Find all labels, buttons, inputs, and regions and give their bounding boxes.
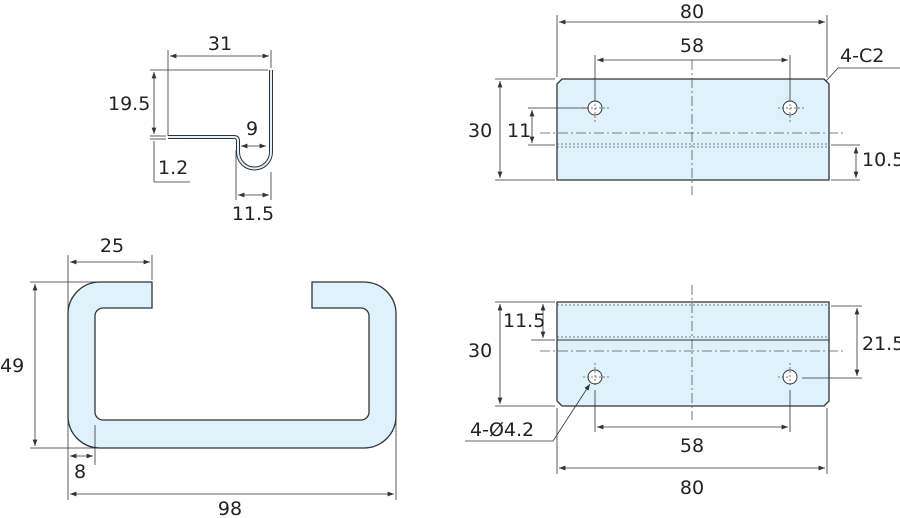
dim-inner-width: 9: [246, 118, 258, 140]
dim-hole-offset: 21.5: [862, 333, 900, 355]
dim-flange: 25: [100, 235, 124, 257]
dim-height: 49: [0, 355, 24, 377]
plate: [556, 301, 830, 407]
dim-length: 80: [680, 477, 704, 499]
dim-width: 30: [468, 340, 492, 362]
dim-thickness: 1.2: [158, 157, 188, 179]
dim-bend-offset: 10.5: [862, 149, 900, 171]
dim-width: 30: [468, 120, 492, 142]
dim-hole-pitch: 58: [680, 435, 704, 457]
hole-callout: 4-Ø4.2: [470, 419, 534, 441]
side-view: 25 49 8 98: [0, 235, 397, 518]
profile-view: 31 19.5 1.2 9 11.5: [108, 33, 274, 225]
dim-length: 80: [680, 1, 704, 23]
plate: [556, 78, 830, 181]
dim-bend-offset: 11.5: [503, 310, 545, 332]
handle-shape: [67, 281, 397, 449]
dim-hole-pitch: 58: [680, 35, 704, 57]
dim-hole-offset: 11: [507, 120, 531, 142]
dim-lip-width: 11.5: [232, 203, 274, 225]
dim-height: 19.5: [108, 93, 150, 115]
dim-length: 98: [218, 498, 242, 518]
plate-view-upper: 80 58 4-C2 30 11 10.5: [468, 1, 900, 195]
plate-view-lower: 30 11.5 21.5 4-Ø4.2 58 80: [465, 285, 900, 499]
dim-thickness: 8: [74, 461, 86, 483]
chamfer-label: 4-C2: [840, 45, 884, 67]
dim-width: 31: [208, 33, 232, 55]
